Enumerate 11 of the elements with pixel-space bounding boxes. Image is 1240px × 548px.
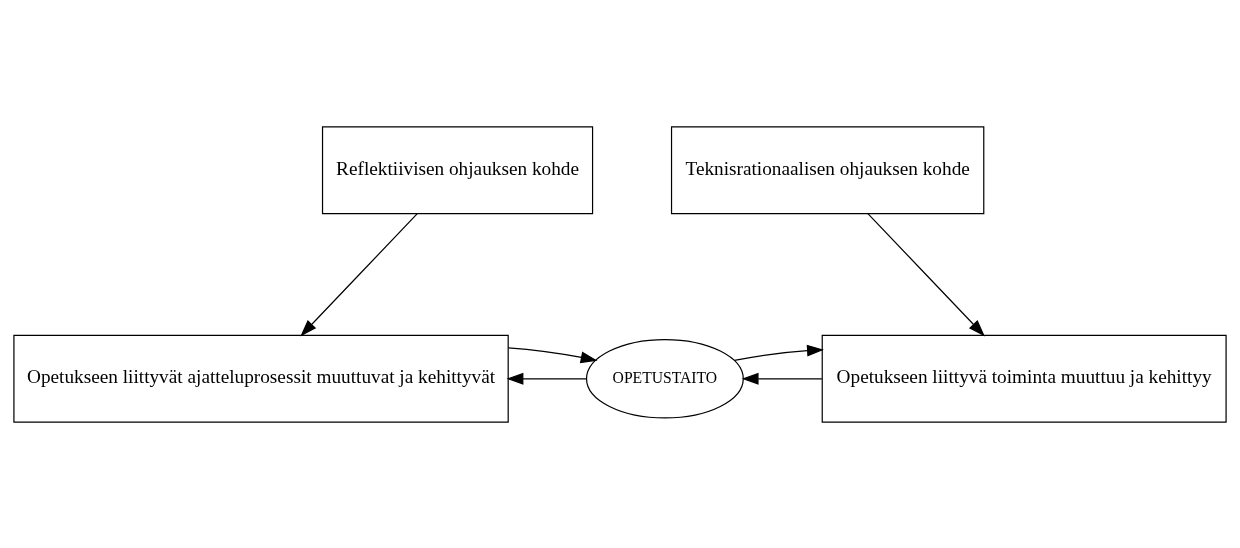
arrow (867, 212, 985, 336)
arrow (733, 344, 824, 361)
arrow (507, 346, 598, 363)
node-box: Reflektiivisen ohjauksen kohde (321, 125, 594, 214)
node-ellipse: OPETUSTAITO (585, 338, 744, 419)
arrow (741, 372, 823, 385)
node-box: Opetukseen liittyvät ajatteluprosessit muuttuvat ja kehittyvät (13, 334, 509, 423)
node-box: Teknisrationaalisen ohjauksen kohde (670, 125, 985, 214)
node-box: Opetukseen liittyvä toiminta muuttuu ja kehittyy (821, 334, 1227, 423)
arrow (300, 212, 418, 336)
arrow (506, 372, 587, 385)
